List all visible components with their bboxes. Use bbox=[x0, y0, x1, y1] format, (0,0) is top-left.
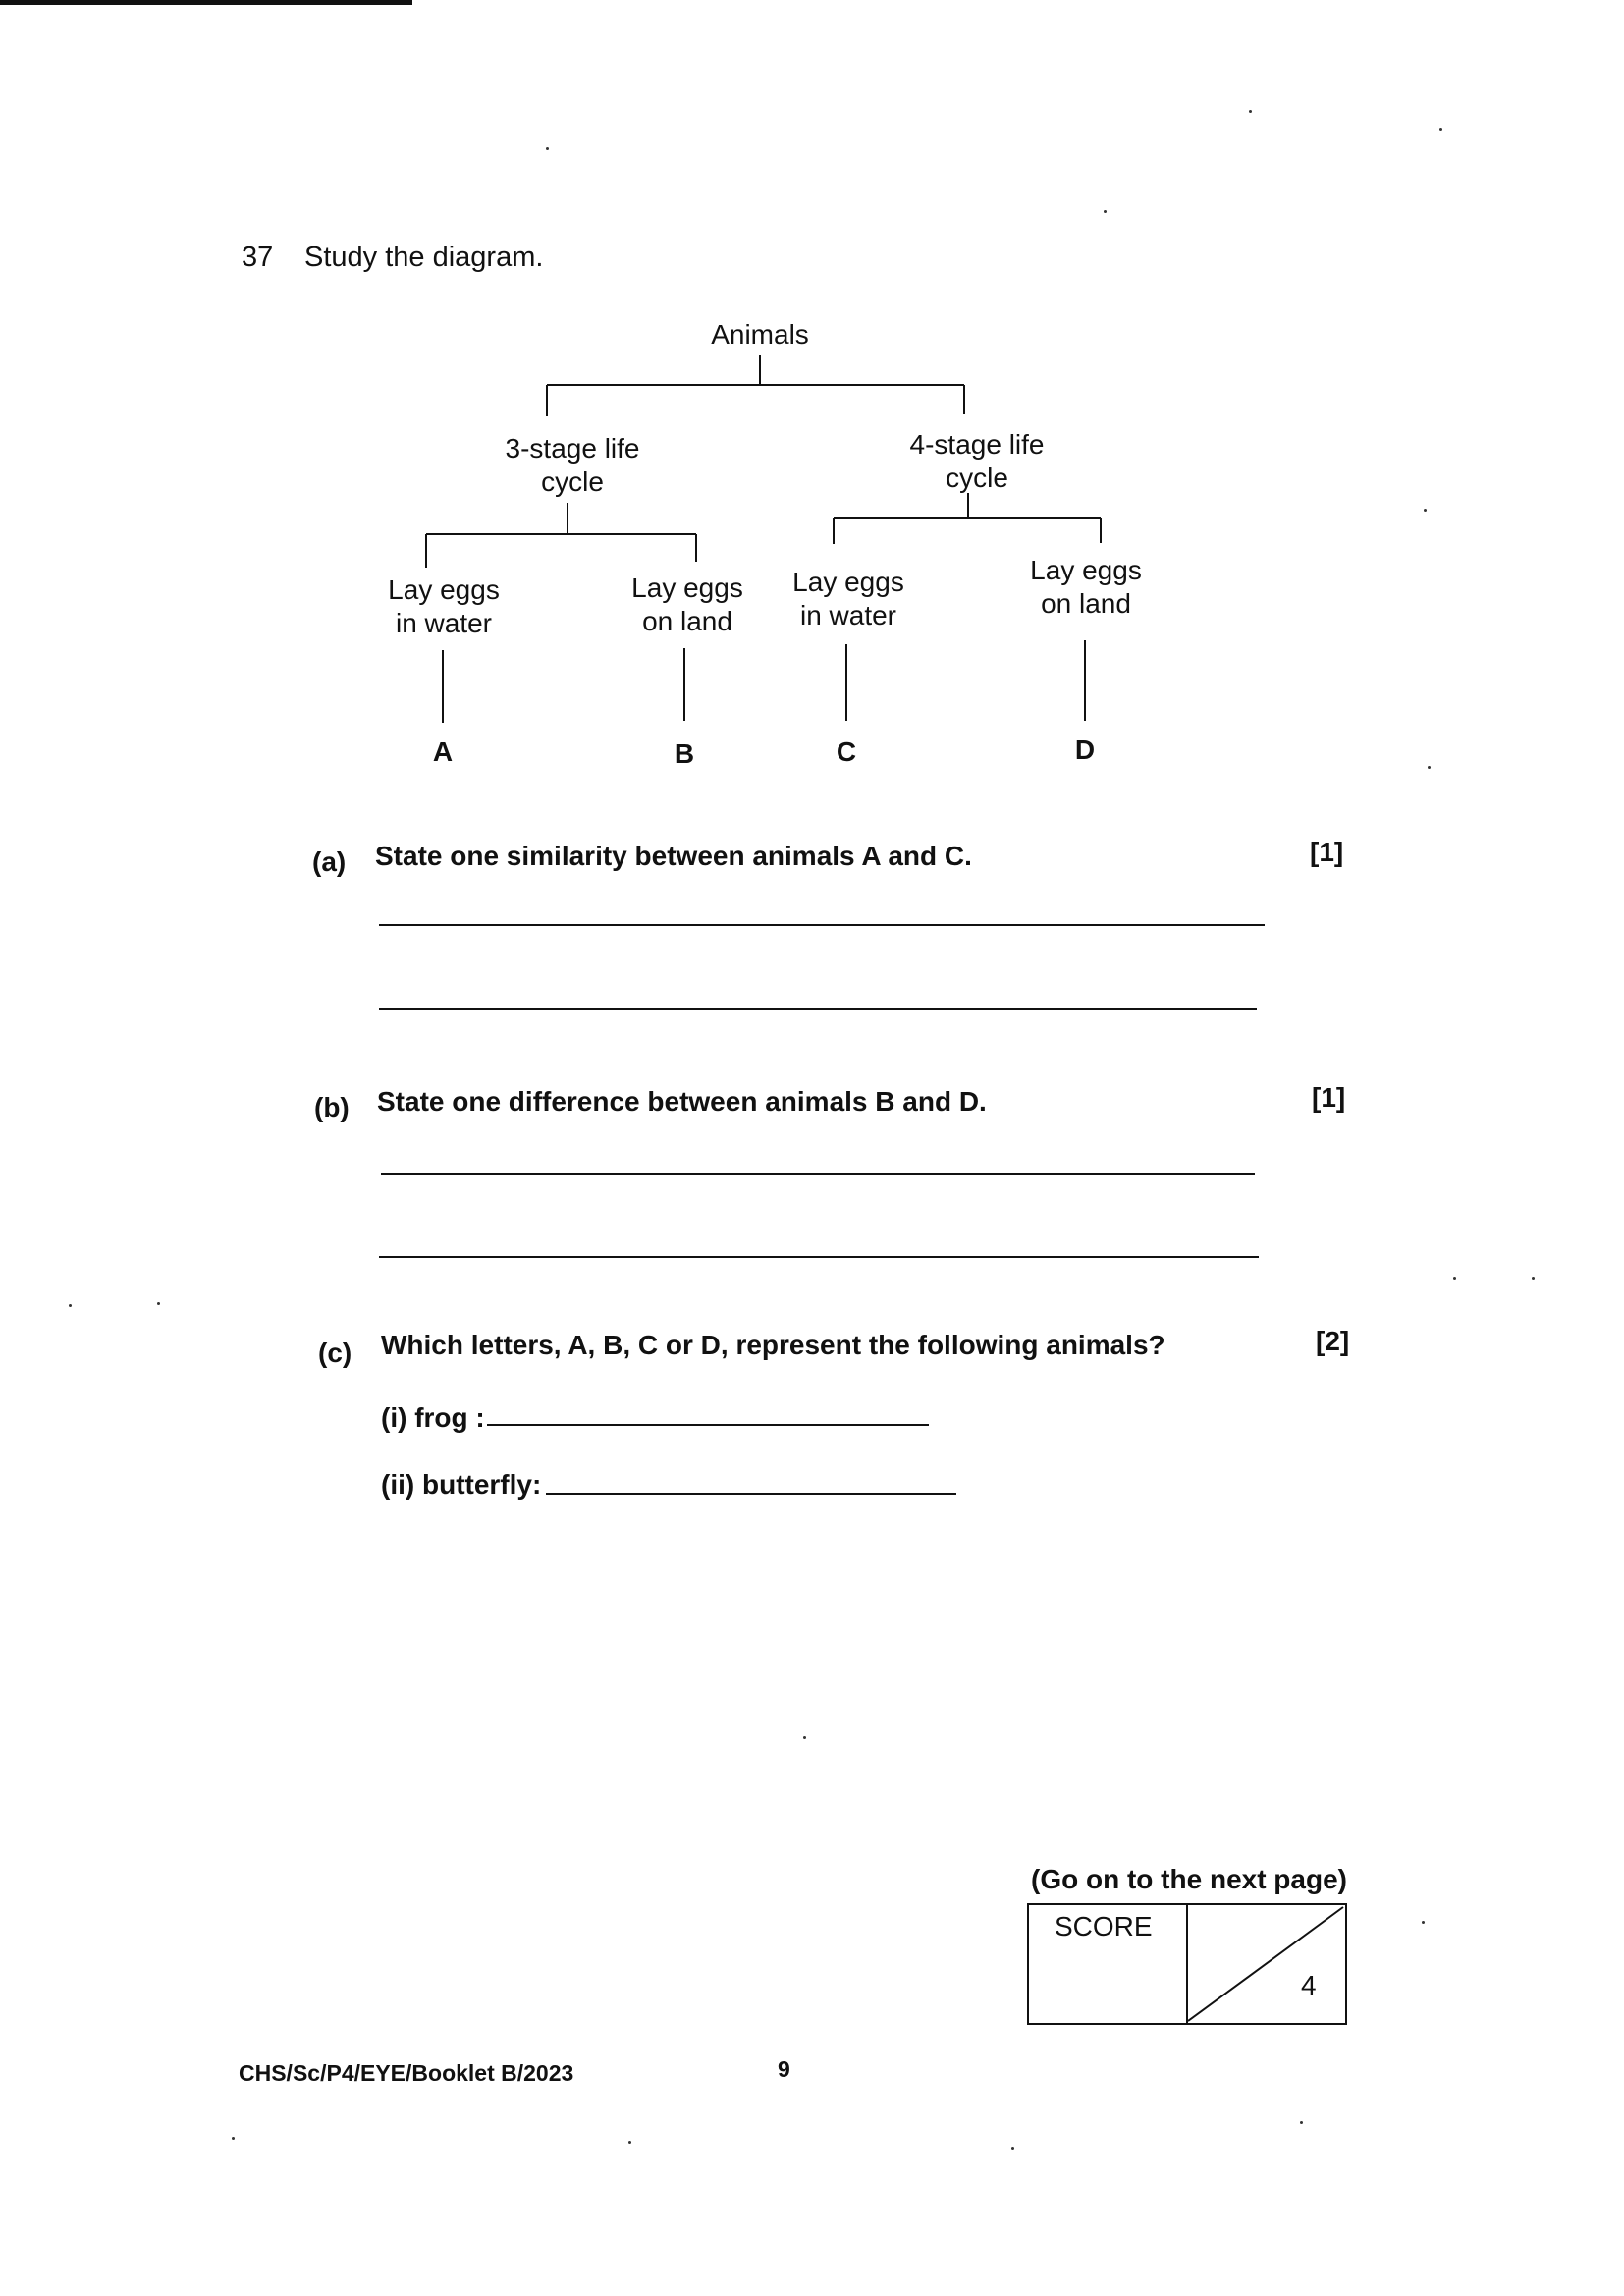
node-line: in water bbox=[395, 608, 493, 638]
scan-speck bbox=[69, 1304, 72, 1307]
part-c-item-frog: (i) frog : bbox=[381, 1402, 485, 1433]
scan-speck bbox=[546, 147, 549, 150]
scan-speck bbox=[1011, 2147, 1014, 2150]
scan-speck bbox=[1424, 509, 1427, 512]
score-label: SCORE bbox=[1055, 1911, 1153, 1941]
classification-tree-lines bbox=[425, 355, 1102, 723]
node-line: on land bbox=[1041, 588, 1131, 619]
score-divider bbox=[1186, 1905, 1188, 2023]
leaf-b: B bbox=[674, 738, 695, 769]
scan-speck bbox=[803, 1736, 806, 1739]
part-a-question: State one similarity between animals A a… bbox=[375, 841, 972, 871]
node-line: in water bbox=[799, 600, 897, 630]
scan-speck bbox=[1422, 1921, 1425, 1924]
scan-speck bbox=[1532, 1277, 1535, 1280]
node-line: cycle bbox=[946, 463, 1008, 493]
score-total: 4 bbox=[1301, 1970, 1317, 2000]
tree-node-c-habitat: Lay eggs in water bbox=[770, 566, 927, 632]
booklet-code: CHS/Sc/P4/EYE/Booklet B/2023 bbox=[239, 2060, 574, 2086]
leaf-c: C bbox=[836, 737, 857, 767]
tree-root: Animals bbox=[711, 319, 809, 350]
part-c-label: (c) bbox=[318, 1338, 352, 1368]
part-b-marks: [1] bbox=[1312, 1082, 1346, 1113]
score-box bbox=[1027, 1903, 1347, 2025]
scan-edge-bar bbox=[0, 0, 412, 5]
scan-speck bbox=[1300, 2121, 1303, 2124]
node-line: 4-stage life bbox=[909, 429, 1045, 460]
part-b-label: (b) bbox=[314, 1092, 350, 1122]
node-line: Lay eggs bbox=[792, 567, 904, 597]
node-line: Lay eggs bbox=[1030, 555, 1142, 585]
node-line: Lay eggs bbox=[631, 573, 743, 603]
question-instruction: Study the diagram. bbox=[304, 242, 544, 273]
score-diagonal-icon bbox=[1188, 1906, 1344, 2022]
tree-node-a-habitat: Lay eggs in water bbox=[365, 574, 522, 640]
part-a-label: (a) bbox=[312, 847, 347, 877]
scan-speck bbox=[157, 1302, 160, 1305]
part-c-item-butterfly: (ii) butterfly: bbox=[381, 1469, 542, 1500]
part-a-answer-line-1[interactable] bbox=[379, 924, 1265, 926]
leaf-a: A bbox=[432, 737, 454, 767]
node-line: cycle bbox=[541, 466, 604, 497]
part-b-answer-line-1[interactable] bbox=[381, 1173, 1255, 1175]
scan-speck bbox=[1428, 766, 1431, 769]
part-a-answer-line-2[interactable] bbox=[379, 1008, 1257, 1010]
question-number: 37 bbox=[242, 242, 274, 273]
part-a-marks: [1] bbox=[1310, 837, 1344, 867]
tree-node-4-stage: 4-stage life cycle bbox=[874, 428, 1080, 495]
scan-speck bbox=[628, 2141, 631, 2144]
part-c-question: Which letters, A, B, C or D, represent t… bbox=[381, 1330, 1165, 1360]
part-c-marks: [2] bbox=[1316, 1326, 1350, 1356]
go-on-notice: (Go on to the next page) bbox=[1031, 1864, 1347, 1894]
node-line: 3-stage life bbox=[505, 433, 640, 464]
scan-speck bbox=[1249, 110, 1252, 113]
tree-node-b-habitat: Lay eggs on land bbox=[609, 572, 766, 638]
part-b-question: State one difference between animals B a… bbox=[377, 1086, 987, 1117]
node-line: Lay eggs bbox=[388, 574, 500, 605]
leaf-d: D bbox=[1074, 735, 1096, 765]
page-number: 9 bbox=[778, 2056, 790, 2082]
scan-speck bbox=[232, 2137, 235, 2140]
part-b-answer-line-2[interactable] bbox=[379, 1256, 1259, 1258]
tree-node-d-habitat: Lay eggs on land bbox=[1007, 554, 1164, 621]
tree-node-3-stage: 3-stage life cycle bbox=[469, 432, 676, 499]
frog-answer-line[interactable] bbox=[487, 1424, 929, 1426]
node-line: on land bbox=[642, 606, 732, 636]
butterfly-answer-line[interactable] bbox=[546, 1493, 956, 1495]
scan-speck bbox=[1453, 1277, 1456, 1280]
scan-speck bbox=[1104, 210, 1107, 213]
scan-speck bbox=[1439, 128, 1442, 131]
